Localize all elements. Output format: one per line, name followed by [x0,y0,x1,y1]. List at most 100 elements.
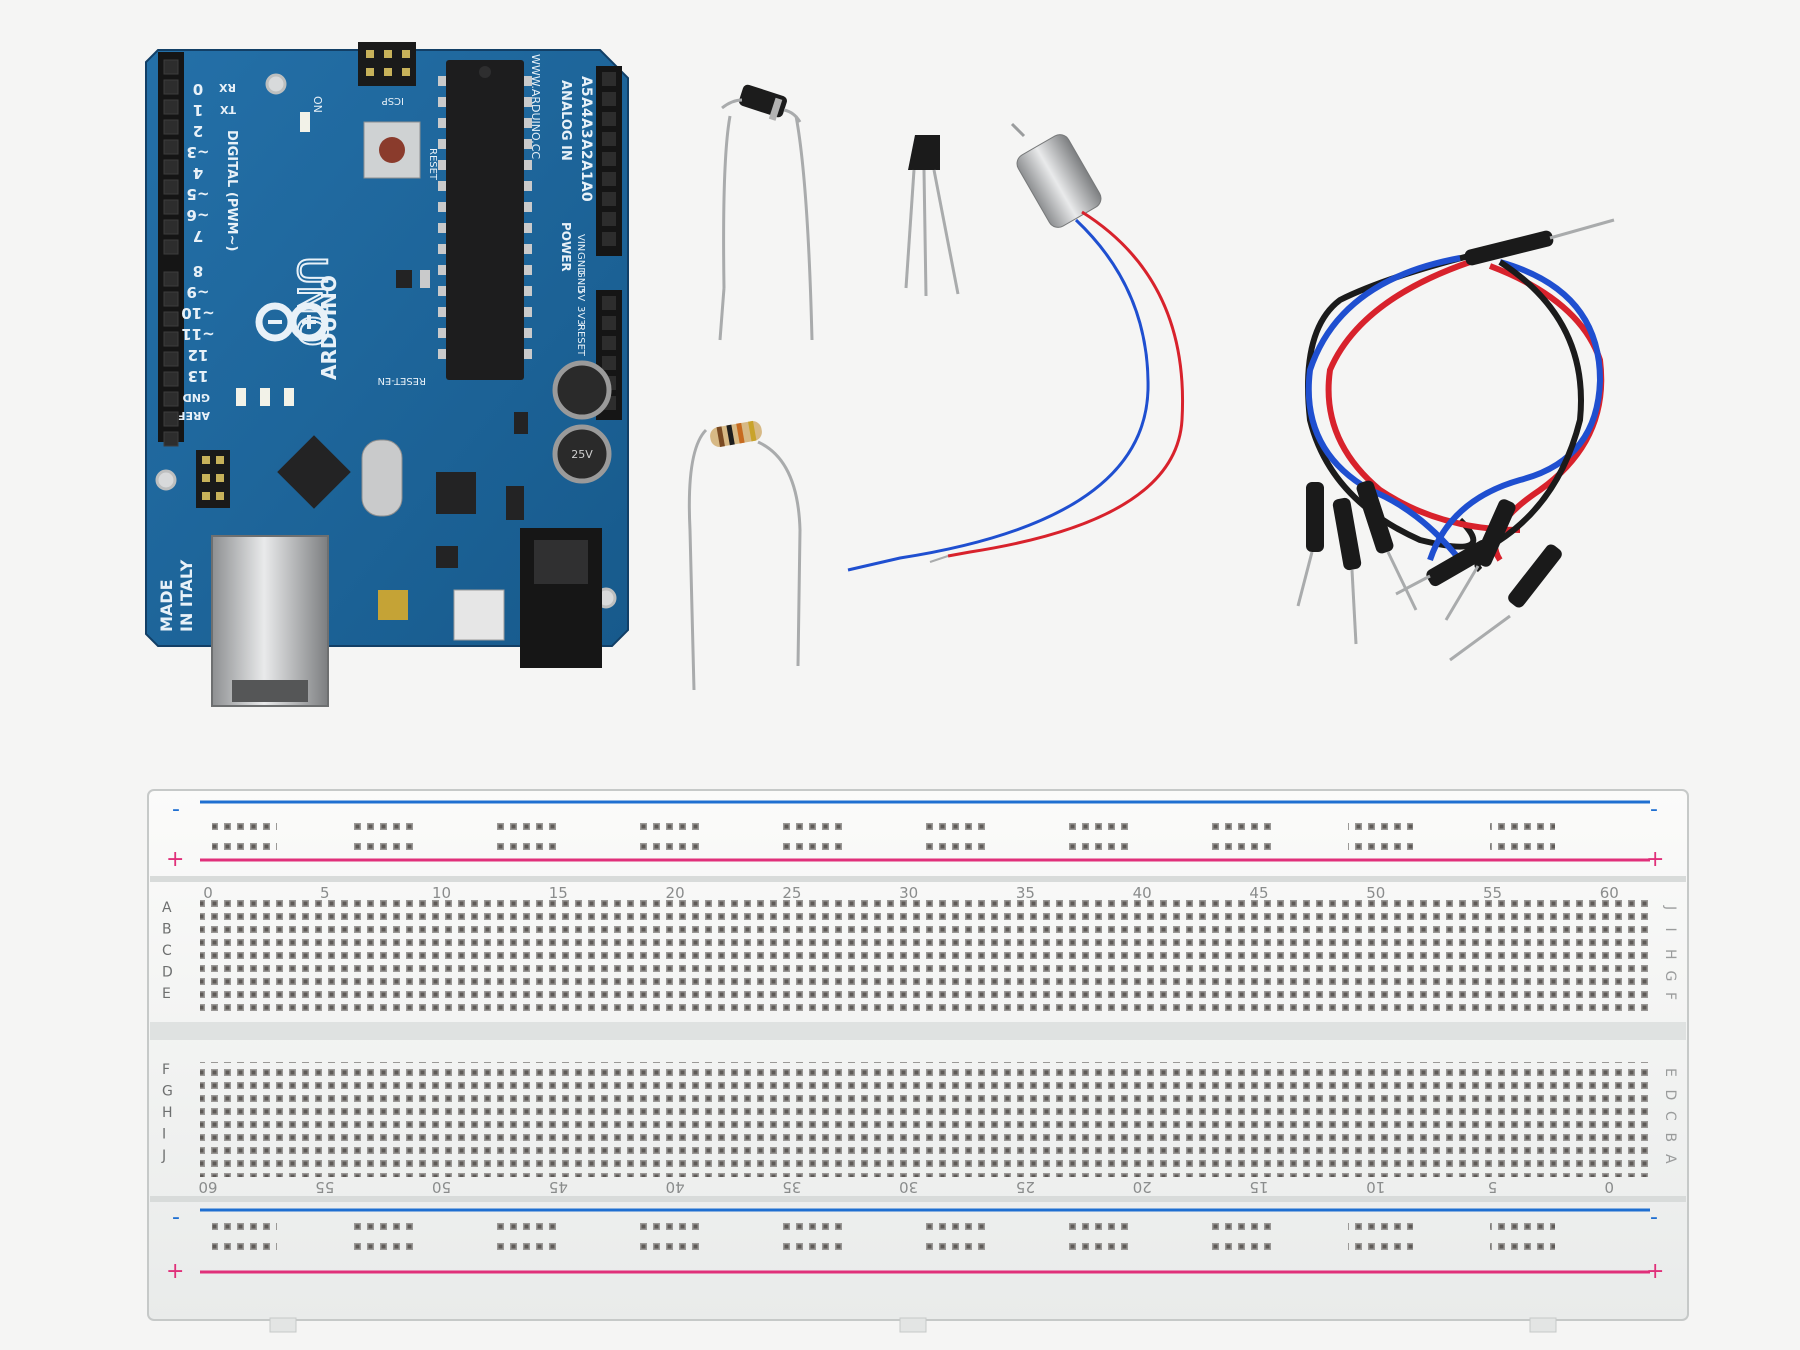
led [236,388,246,406]
row-letter: I [1662,928,1678,932]
arduino-uno-board: 25V ARDUINO UNO DIGITAL (PWM~) WWW.ARDUI… [145,42,629,707]
digital-pin-label: 8 [193,262,203,280]
digital-pin-label: 2 [193,122,203,140]
usb-controller-chip [277,435,351,509]
atmega-chip [446,60,524,380]
mounting-hole [265,73,287,95]
rail-holes-bottom [638,1220,703,1260]
digital-pin-label: ~6 [186,206,209,224]
header-pin [602,192,616,206]
chip-pin [438,181,446,191]
header-pin [163,391,179,407]
header-pin [602,72,616,86]
top-minus-sign-right: - [1650,797,1658,822]
row-letter: G [1662,971,1678,982]
header-pin [163,291,179,307]
chip-pin [524,223,532,233]
power-pin-label: GND [575,252,586,275]
terminal-holes-top [200,900,1648,1015]
icsp-label: ICSP [382,95,404,106]
chip-pin [438,139,446,149]
terminal-holes-bottom [200,1062,1648,1177]
column-number: 15 [549,884,568,902]
rail-holes-bottom [780,1220,845,1260]
header-pin [163,411,179,427]
column-number: 40 [1133,884,1152,902]
digital-pin-label: 13 [188,367,209,385]
header-pin [163,271,179,287]
column-number: 20 [666,884,685,902]
header-pin [602,336,616,350]
bottom-plus-sign-right: + [1646,1259,1664,1284]
row-letter: B [1662,1133,1678,1143]
led [260,388,270,406]
column-number: 35 [1016,884,1035,902]
arduino-logo [255,302,329,342]
row-letter: G [162,1084,173,1100]
chip-pin [438,244,446,254]
chip-pin [438,202,446,212]
rx-label: RX [219,81,236,94]
rail-holes-top [1490,812,1555,852]
header-pin [163,371,179,387]
column-number: 5 [320,884,330,902]
row-letter: C [162,943,172,959]
column-number: 60 [198,1178,217,1196]
chip-pin [524,139,532,149]
digital-header-pins [163,59,179,447]
transistor-icon [904,135,960,297]
top-plus-sign-right: + [1646,847,1664,872]
center-channel [150,1022,1686,1040]
digital-pin-label: 7 [193,227,203,245]
digital-pin-label: 1 [193,101,203,119]
chip-pin [438,97,446,107]
right-header-pins [602,72,616,410]
capacitor [552,424,612,484]
digital-label: DIGITAL (PWM~) [224,130,239,251]
rail-holes-bottom [354,1220,419,1260]
rail-holes-top [1206,812,1271,852]
header-pin [163,199,179,215]
rail-holes-bottom [1064,1220,1129,1260]
row-letter: F [1662,992,1678,1000]
power-pin-label: 3V3 [575,306,586,326]
analog-pin-label: A0 [578,181,594,202]
digital-pin-label: ~11 [181,325,214,343]
header-pin [163,79,179,95]
top-plus-sign: + [166,847,184,872]
rail-holes-bottom [1348,1220,1413,1260]
chip-pin [438,286,446,296]
chip-notch [479,66,491,78]
column-number: 55 [1483,884,1502,902]
row-letter: D [1662,1090,1678,1101]
rail-holes-bottom [496,1220,561,1260]
header-pin [163,239,179,255]
digital-pin-label: 12 [188,346,209,364]
smd-component [506,486,524,520]
row-letter: A [1662,1154,1678,1164]
rail-holes-top [1064,812,1129,852]
rail-holes-top [922,812,987,852]
power-pin-label: VIN [575,234,586,251]
row-letter: A [162,900,172,916]
header-pin [163,99,179,115]
chip-pin [438,223,446,233]
analog-pin-label: A5 [578,76,594,97]
row-letter: H [1662,949,1678,960]
breadboard-clip [899,1317,927,1333]
reset-button-cap[interactable] [379,137,405,163]
smd-component [436,546,458,568]
analog-pin-label: A1 [578,160,594,181]
header-pin [602,356,616,370]
chip-pin [524,181,532,191]
chip-pin [524,286,532,296]
header-pin [163,159,179,175]
row-letter: B [162,922,172,938]
smd-component [420,270,430,288]
header-pin [602,212,616,226]
header-pin [163,119,179,135]
